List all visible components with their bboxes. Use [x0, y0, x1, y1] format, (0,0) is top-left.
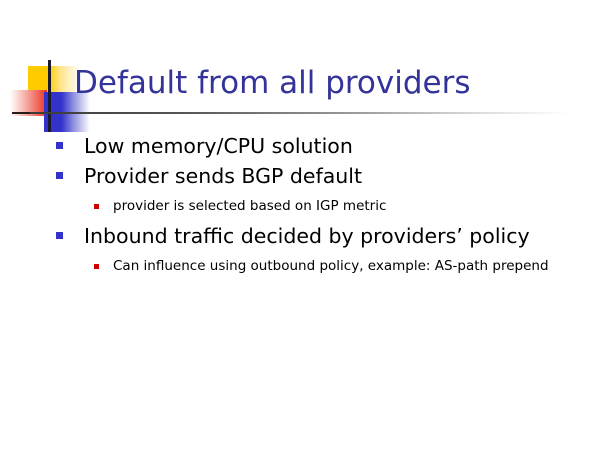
vertical-line-icon [48, 60, 51, 132]
bullet-item-level2: Can influence using outbound policy, exa… [94, 256, 566, 276]
bullet-square-icon [56, 232, 63, 239]
bullet-square-icon [56, 172, 63, 179]
bullet-item-level1: Provider sends BGP default [56, 162, 566, 191]
slide-body: Low memory/CPU solution Provider sends B… [56, 132, 566, 276]
sub-bullet-text: provider is selected based on IGP metric [113, 198, 387, 214]
red-square-icon [10, 90, 47, 116]
bullet-text: Low memory/CPU solution [84, 134, 353, 158]
bullet-square-icon [56, 142, 63, 149]
sub-bullet-text: Can influence using outbound policy, exa… [113, 258, 549, 274]
bullet-item-level1: Inbound traffic decided by providers’ po… [56, 222, 566, 251]
sub-bullet-square-icon [94, 264, 99, 269]
title-divider [30, 112, 570, 114]
sub-bullet-square-icon [94, 204, 99, 209]
bullet-item-level1: Low memory/CPU solution [56, 132, 566, 161]
bullet-text: Provider sends BGP default [84, 164, 363, 188]
bullet-text: Inbound traffic decided by providers’ po… [84, 224, 530, 248]
bullet-item-level2: provider is selected based on IGP metric [94, 196, 566, 216]
slide-title: Default from all providers [74, 65, 471, 101]
